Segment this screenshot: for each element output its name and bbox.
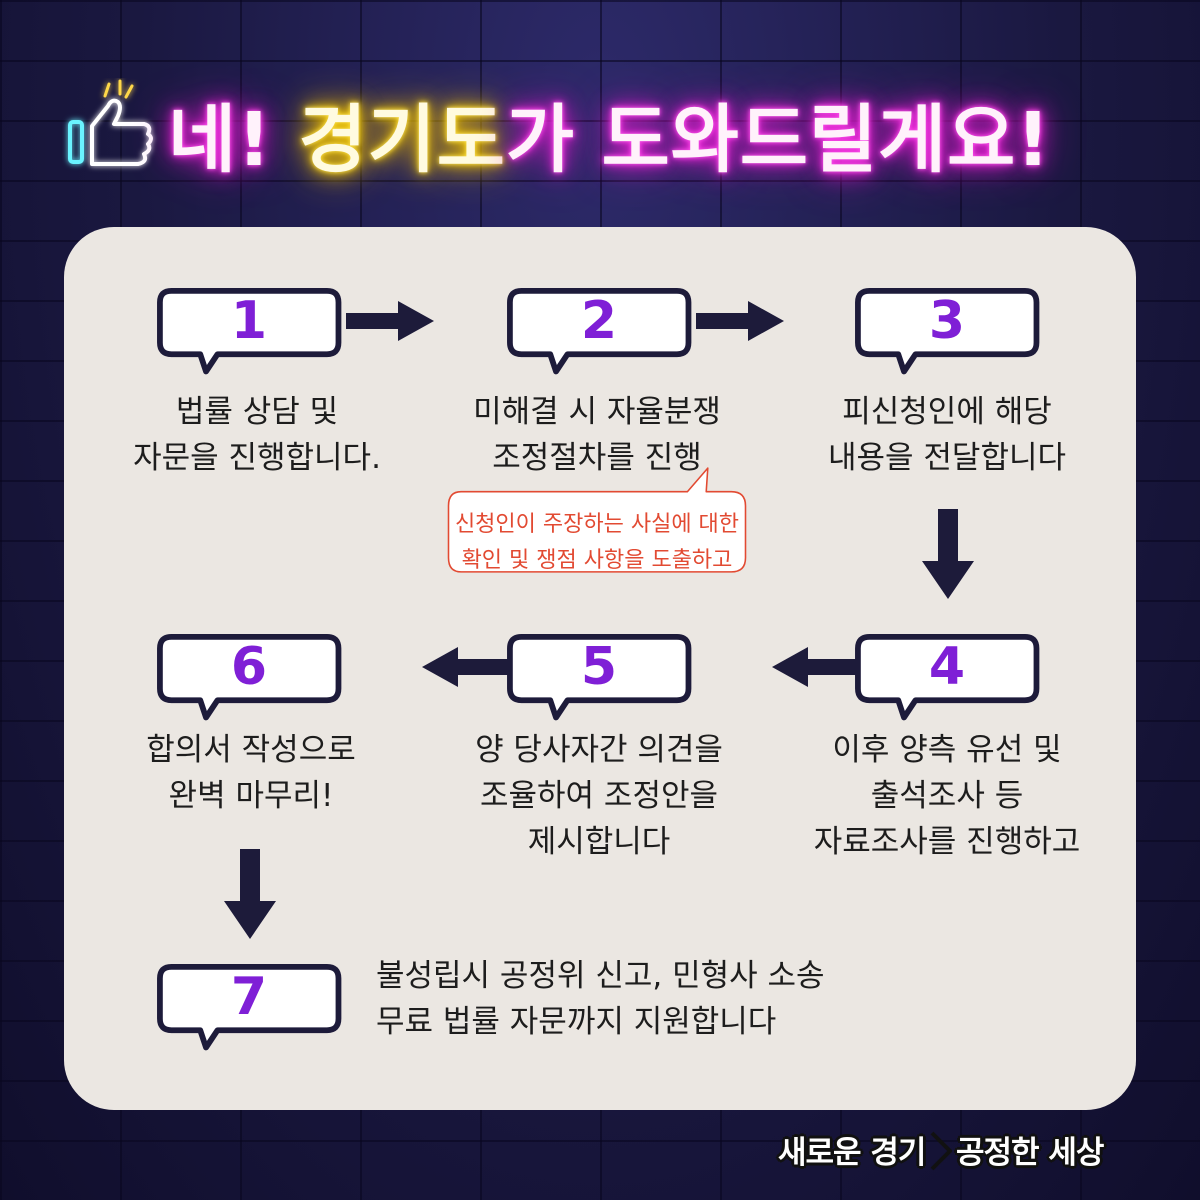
step-3-description: 피신청인에 해당 내용을 전달합니다 <box>782 389 1112 481</box>
speech-bubble-icon <box>157 287 342 375</box>
arrow-down-icon <box>922 509 974 599</box>
slogan-left: 새로운 경기 <box>778 1135 926 1171</box>
step-2-description: 미해결 시 자율분쟁 조정절차를 진행 <box>432 389 762 481</box>
title-part2: 가 도와드릴게요! <box>505 97 1051 183</box>
arrow-right-icon <box>696 301 784 341</box>
speech-bubble-icon <box>157 633 342 721</box>
step-line: 합의서 작성으로 <box>146 732 356 768</box>
step-line: 피신청인에 해당 <box>842 394 1052 430</box>
title-part1: 네! <box>168 97 299 183</box>
step-line: 조정절차를 진행 <box>492 440 702 476</box>
slogan-right: 공정한 세상 <box>956 1135 1104 1171</box>
step-number: 7 <box>230 967 268 1027</box>
step-number: 5 <box>580 637 618 697</box>
step-line: 법률 상담 및 <box>175 394 339 430</box>
step-6-description: 합의서 작성으로 완벽 마무리! <box>86 727 416 819</box>
step-line: 양 당사자간 의견을 <box>475 732 723 768</box>
slogan: 새로운 경기 공정한 세상 <box>770 1125 1130 1175</box>
step-line: 출석조사 등 <box>870 778 1024 814</box>
step-number: 1 <box>230 291 268 351</box>
step-4-description: 이후 양측 유선 및 출석조사 등 자료조사를 진행하고 <box>782 727 1112 865</box>
arrow-down-icon <box>224 849 276 939</box>
step-7-description: 불성립시 공정위 신고, 민형사 소송 무료 법률 자문까지 지원합니다 <box>376 953 936 1045</box>
note-text: 신청인이 주장하는 사실에 대한 확인 및 쟁점 사항을 도출하고 <box>412 507 782 579</box>
step-line: 자료조사를 진행하고 <box>813 824 1081 860</box>
step-line: 완벽 마무리! <box>168 778 334 814</box>
arrow-right-icon <box>346 301 434 341</box>
step-number: 4 <box>928 637 966 697</box>
step-number: 3 <box>928 291 966 351</box>
page-title: 네! 경기도가 도와드릴게요! <box>168 80 1051 187</box>
step-5-description: 양 당사자간 의견을 조율하여 조정안을 제시합니다 <box>434 727 764 865</box>
arrow-left-icon <box>422 647 510 687</box>
step-line: 조율하여 조정안을 <box>479 778 718 814</box>
speech-bubble-icon <box>855 287 1040 375</box>
note-line: 신청인이 주장하는 사실에 대한 <box>454 512 740 537</box>
chevron-right-icon <box>930 1131 952 1171</box>
process-card: 1 법률 상담 및 자문을 진행합니다. 2 미해결 시 자율분쟁 조정절차를 … <box>64 227 1136 1110</box>
speech-bubble-icon <box>507 287 692 375</box>
speech-bubble-icon <box>507 633 692 721</box>
note-callout <box>447 467 747 573</box>
note-line: 확인 및 쟁점 사항을 도출하고 <box>461 548 733 573</box>
step-line: 불성립시 공정위 신고, 민형사 소송 <box>376 958 825 994</box>
step-number: 6 <box>230 637 268 697</box>
thumbs-up-icon <box>68 79 153 166</box>
step-line: 무료 법률 자문까지 지원합니다 <box>376 1004 777 1040</box>
speech-bubble-icon <box>157 963 342 1051</box>
step-line: 미해결 시 자율분쟁 <box>473 394 721 430</box>
arrow-left-icon <box>772 647 860 687</box>
step-line: 자문을 진행합니다. <box>133 440 381 476</box>
step-line: 제시합니다 <box>527 824 671 860</box>
header: 네! 경기도가 도와드릴게요! <box>0 78 1200 188</box>
step-1-description: 법률 상담 및 자문을 진행합니다. <box>92 389 422 481</box>
step-line: 이후 양측 유선 및 <box>832 732 1062 768</box>
step-line: 내용을 전달합니다 <box>827 440 1066 476</box>
speech-bubble-icon <box>855 633 1040 721</box>
title-highlight: 경기도 <box>298 97 506 183</box>
step-number: 2 <box>580 291 618 351</box>
